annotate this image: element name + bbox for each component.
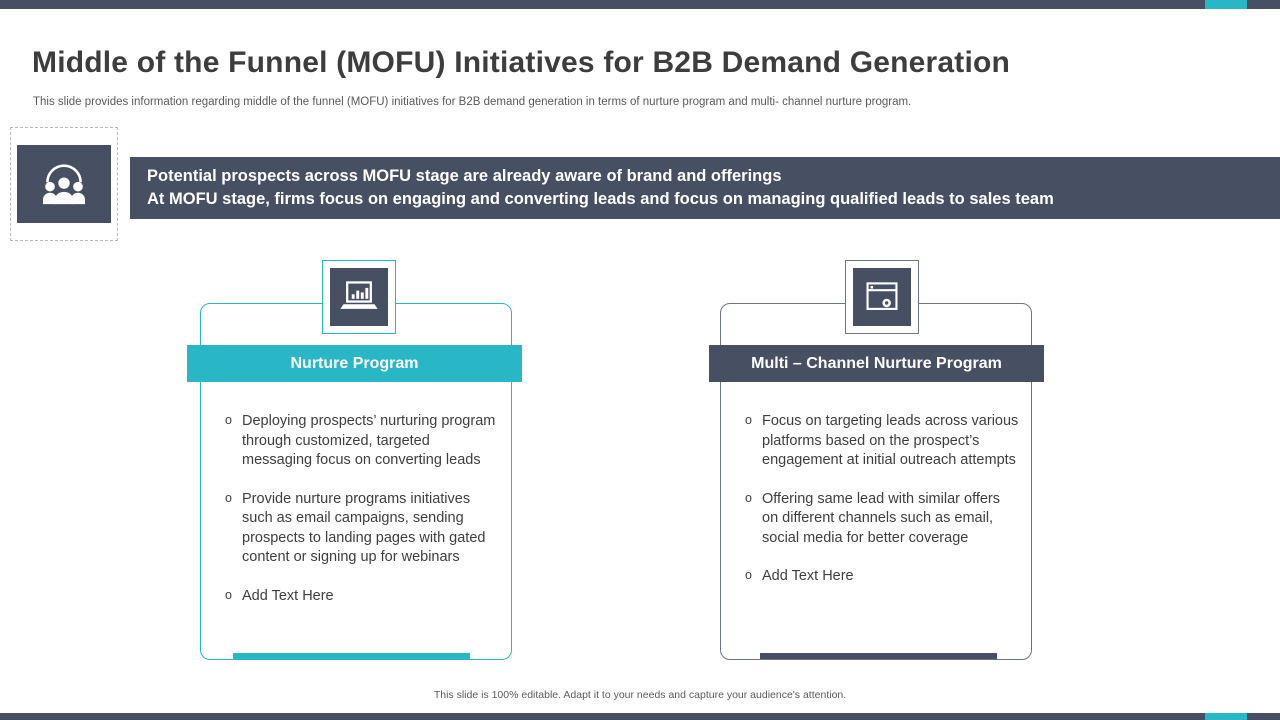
people-group-icon — [17, 145, 111, 223]
key-message-banner: Potential prospects across MOFU stage ar… — [130, 157, 1280, 219]
card-accent-underline-right — [760, 653, 997, 659]
bullet-item: Offering same lead with similar offers o… — [744, 489, 1020, 549]
bullet-list-multichannel: Focus on targeting leads across various … — [720, 411, 1032, 606]
card-title-nurture-program: Nurture Program — [187, 345, 522, 382]
banner-line-2: At MOFU stage, firms focus on engaging a… — [147, 190, 1054, 208]
card-accent-underline-left — [233, 653, 470, 659]
banner-line-1: Potential prospects across MOFU stage ar… — [147, 167, 782, 185]
bullet-item: Provide nurture programs initiatives suc… — [224, 489, 500, 568]
bullet-item: Focus on targeting leads across various … — [744, 411, 1020, 471]
footer-note: This slide is 100% editable. Adapt it to… — [433, 688, 847, 701]
bullet-item: Add Text Here — [224, 586, 500, 607]
card-title-multichannel-nurture-program: Multi – Channel Nurture Program — [709, 345, 1044, 382]
bullet-item: Add Text Here — [744, 566, 1020, 587]
bottom-accent-teal-segment — [1205, 713, 1247, 720]
browser-gear-icon — [845, 260, 919, 334]
top-accent-bar — [0, 0, 1280, 9]
top-accent-teal-segment — [1205, 0, 1247, 9]
bullet-item: Deploying prospects’ nurturing program t… — [224, 411, 500, 471]
laptop-chart-icon — [322, 260, 396, 334]
page-title: Middle of the Funnel (MOFU) Initiatives … — [32, 46, 1011, 80]
page-subtitle: This slide provides information regardin… — [33, 95, 912, 108]
banner-icon-frame — [10, 127, 118, 241]
bottom-accent-bar — [0, 713, 1280, 720]
bullet-list-nurture-program: Deploying prospects’ nurturing program t… — [200, 411, 512, 625]
